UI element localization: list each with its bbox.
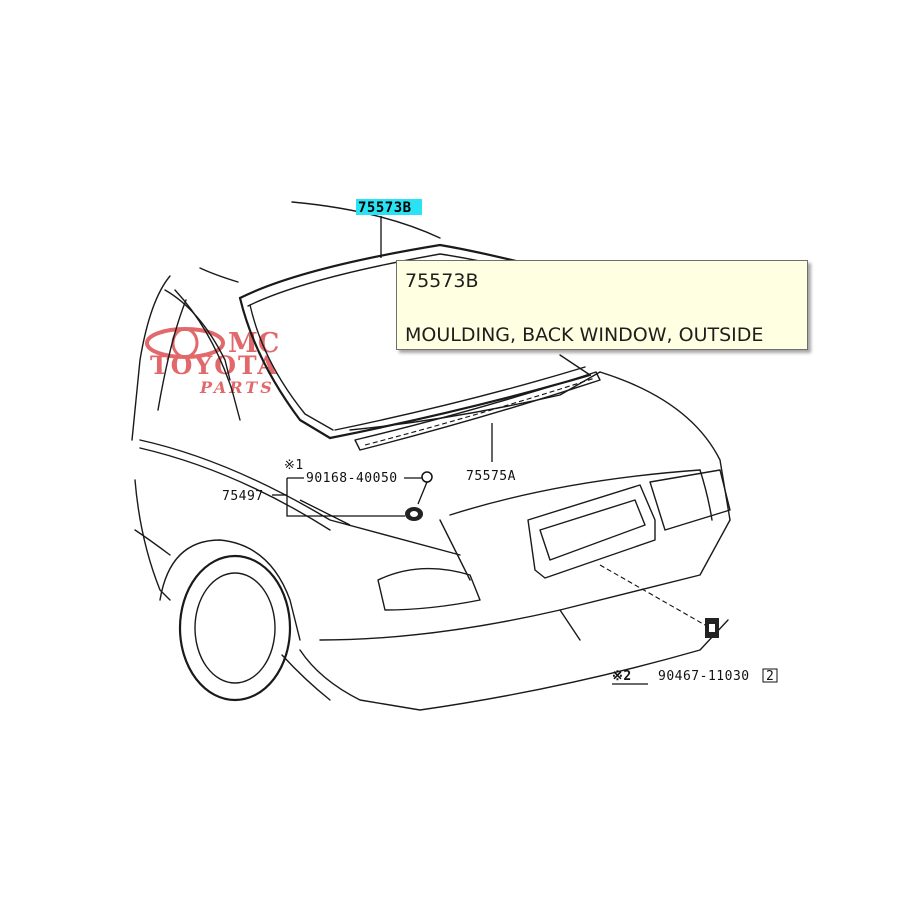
leader-fastener xyxy=(599,564,706,626)
car-body xyxy=(131,201,731,711)
rear-tyre xyxy=(178,554,292,702)
emblem-icon xyxy=(405,507,423,521)
part-highlight xyxy=(356,199,422,215)
rear-bumper xyxy=(299,619,729,711)
watermark-parts: PARTS xyxy=(199,378,275,397)
callout-90168-40050[interactable]: 90168-40050 xyxy=(306,471,398,486)
fastener-icon xyxy=(705,618,719,638)
part-tooltip: 75573B MOULDING, BACK WINDOW, OUTSIDE xyxy=(396,260,808,350)
qty-box xyxy=(762,668,778,683)
tail-lamp xyxy=(377,567,481,611)
qty-box-value: 2 xyxy=(766,669,774,684)
lower-moulding-strip xyxy=(354,371,601,451)
watermark-mc: MC xyxy=(228,328,279,359)
note1-mark: ※1 xyxy=(284,458,304,473)
callout-75575A[interactable]: 75575A xyxy=(466,469,516,484)
watermark-logo: MC TOYOTA PARTS xyxy=(145,327,279,397)
watermark-toyota: TOYOTA xyxy=(150,351,279,380)
tooltip-part-description: MOULDING, BACK WINDOW, OUTSIDE xyxy=(405,324,764,346)
clip-icon xyxy=(421,471,433,483)
bracket-75497 xyxy=(286,478,405,517)
callout-75497[interactable]: 75497 xyxy=(222,489,264,504)
callout-75573B[interactable]: 75573B xyxy=(358,200,412,216)
tooltip-part-code: 75573B xyxy=(405,270,479,292)
note2-mark: ※2 xyxy=(612,669,632,684)
callout-90467-11030[interactable]: 90467-11030 xyxy=(658,669,750,684)
license-plate-recess xyxy=(527,484,656,579)
